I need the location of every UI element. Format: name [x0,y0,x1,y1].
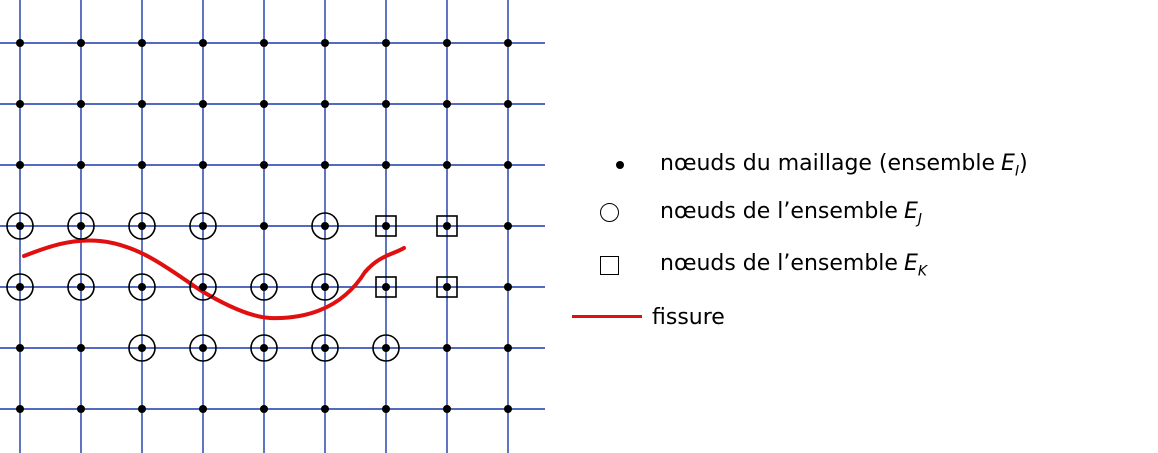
mesh-node [199,222,207,230]
mesh-node [443,222,451,230]
set-j-circle-marker [67,273,95,301]
mesh-node [199,161,207,169]
legend-crack-label: fissure [652,304,725,330]
mesh-node [504,405,512,413]
mesh-node [382,283,390,291]
mesh-node [443,39,451,47]
mesh-node [16,39,24,47]
set-j-circle-marker [128,212,156,240]
square-icon [580,245,660,285]
mesh-node [138,283,146,291]
set-j-circle-marker [128,273,156,301]
legend-crack: fissure [572,297,725,337]
set-j-circle-marker [189,212,217,240]
set-j-circle-marker [311,212,339,240]
mesh-node [138,222,146,230]
mesh-node [77,39,85,47]
mesh-node [382,344,390,352]
mesh-node [260,222,268,230]
mesh-node [199,283,207,291]
mesh-node [504,39,512,47]
legend-set-j-label: nœuds de l’ensemble EJ [660,198,922,228]
set-j-circle-marker [250,334,278,362]
mesh-node [260,344,268,352]
mesh-node [504,100,512,108]
legend-set-k: nœuds de l’ensemble EK [580,245,927,285]
set-k-square-marker [436,276,458,298]
mesh-node [260,283,268,291]
mesh-node [504,283,512,291]
mesh-node [138,405,146,413]
mesh-node [260,405,268,413]
mesh-node [382,222,390,230]
mesh-node [16,344,24,352]
mesh-node [260,161,268,169]
mesh-node [16,222,24,230]
mesh-node [382,39,390,47]
mesh-node [260,100,268,108]
mesh-node [321,405,329,413]
mesh-node [443,283,451,291]
mesh-node [77,100,85,108]
red-line-icon [572,297,652,337]
legend-mesh-nodes: nœuds du maillage (ensemble EI ) [580,145,1028,185]
set-j-circle-marker [6,273,34,301]
mesh-node [138,39,146,47]
set-j-circle-marker [189,273,217,301]
legend-set-k-label: nœuds de l’ensemble EK [660,250,928,280]
mesh-node [260,39,268,47]
mesh-node [16,405,24,413]
mesh-node [199,100,207,108]
mesh-node [77,222,85,230]
set-j-circle-marker [6,212,34,240]
mesh-node [443,161,451,169]
mesh-node [443,405,451,413]
mesh-nodes [16,39,512,413]
mesh-node [16,161,24,169]
mesh-node [382,100,390,108]
mesh-node [504,344,512,352]
mesh-node [382,405,390,413]
mesh-node [443,100,451,108]
legend-mesh-nodes-label: nœuds du maillage (ensemble EI ) [660,150,1028,180]
node-markers [6,212,458,362]
set-j-circle-marker [128,334,156,362]
set-j-circle-marker [311,334,339,362]
mesh-node [321,100,329,108]
dot-icon [580,145,660,185]
set-j-circle-marker [189,334,217,362]
circle-icon [580,193,660,233]
mesh-node [16,100,24,108]
mesh-node [77,344,85,352]
crack-curve [22,238,406,321]
mesh-node [321,39,329,47]
mesh-node [77,405,85,413]
mesh-diagram [0,0,545,453]
mesh-node [138,344,146,352]
set-j-circle-marker [372,334,400,362]
mesh-node [77,161,85,169]
mesh-node [16,283,24,291]
set-j-circle-marker [67,212,95,240]
legend-set-j: nœuds de l’ensemble EJ [580,193,922,233]
set-k-square-marker [436,215,458,237]
mesh-node [443,344,451,352]
mesh-node [138,100,146,108]
mesh-node [138,161,146,169]
mesh-node [382,161,390,169]
set-j-circle-marker [311,273,339,301]
mesh-node [199,39,207,47]
set-j-circle-marker [250,273,278,301]
mesh-node [504,222,512,230]
mesh-node [199,405,207,413]
mesh-node [504,161,512,169]
mesh-node [321,161,329,169]
mesh-node [199,344,207,352]
set-k-square-marker [375,276,397,298]
mesh-node [321,283,329,291]
mesh-node [77,283,85,291]
set-k-square-marker [375,215,397,237]
mesh-node [321,344,329,352]
mesh-node [321,222,329,230]
